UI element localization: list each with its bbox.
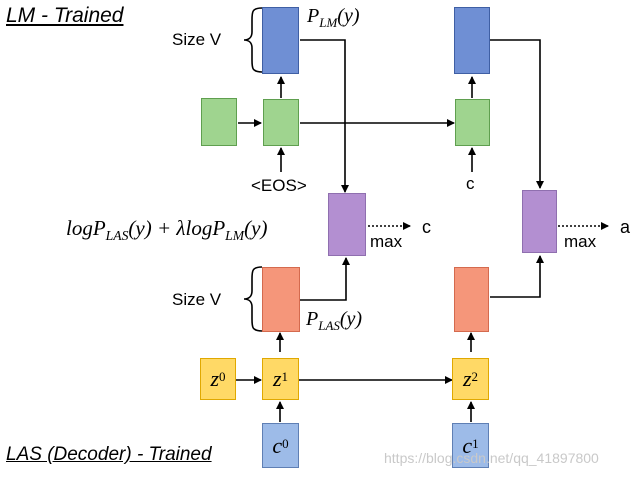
watermark: https://blog.csdn.net/qq_41897800 bbox=[384, 450, 599, 466]
las-output-box-right bbox=[454, 267, 489, 332]
combine-box-right bbox=[522, 190, 557, 253]
lm-right-to-purple-arrow bbox=[490, 39, 544, 189]
lm-output-box-right bbox=[454, 7, 490, 74]
max-label-right: max bbox=[564, 232, 597, 251]
lm-hidden-box-left bbox=[263, 99, 299, 146]
lm-title: LM - Trained bbox=[6, 4, 124, 27]
lm-output-box-left bbox=[262, 7, 299, 74]
eos-label: <EOS> bbox=[251, 176, 307, 195]
las-left-to-purple-arrow bbox=[300, 257, 350, 301]
las-title: LAS (Decoder) - Trained bbox=[6, 444, 212, 465]
output-right: a bbox=[620, 217, 631, 237]
output-left: c bbox=[422, 217, 431, 237]
score-formula: logPLAS(y) + λlogPLM(y) bbox=[66, 216, 268, 244]
size-v-bottom-brace bbox=[243, 266, 263, 332]
lm-left-to-purple-arrow bbox=[300, 39, 349, 193]
size-v-top-label: Size V bbox=[172, 30, 222, 49]
p-lm-label: PLM(y) bbox=[307, 5, 360, 30]
size-v-bottom-label: Size V bbox=[172, 290, 222, 309]
las-output-box-left bbox=[262, 267, 300, 332]
max-label-left: max bbox=[370, 232, 403, 251]
lm-hidden-box-right bbox=[455, 99, 490, 146]
size-v-top-brace bbox=[243, 7, 263, 73]
lm-input-box bbox=[201, 98, 237, 146]
combine-box-left bbox=[328, 193, 366, 256]
las-right-to-purple-arrow bbox=[490, 255, 544, 298]
c-input-label: c bbox=[466, 174, 475, 193]
p-las-label: PLAS(y) bbox=[306, 308, 363, 333]
